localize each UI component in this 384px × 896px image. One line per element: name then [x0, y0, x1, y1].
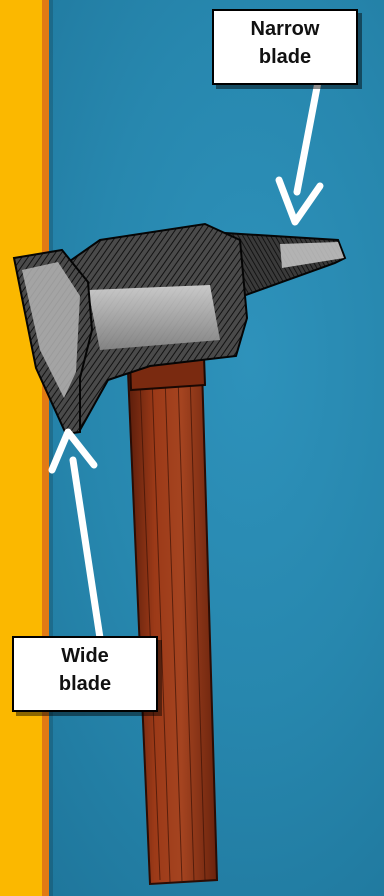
- narrow-blade-arrow: [279, 82, 320, 222]
- narrow-blade-label-line1: Narrow: [214, 15, 356, 43]
- wide-blade-label-line2: blade: [14, 670, 156, 698]
- wide-blade-label-line1: Wide: [14, 642, 156, 670]
- wide-blade-label: Wide blade: [12, 636, 158, 712]
- narrow-blade-label-line2: blade: [214, 43, 356, 71]
- wooden-handle: [128, 356, 217, 884]
- narrow-blade-label: Narrow blade: [212, 9, 358, 85]
- wide-blade-arrow: [52, 432, 100, 638]
